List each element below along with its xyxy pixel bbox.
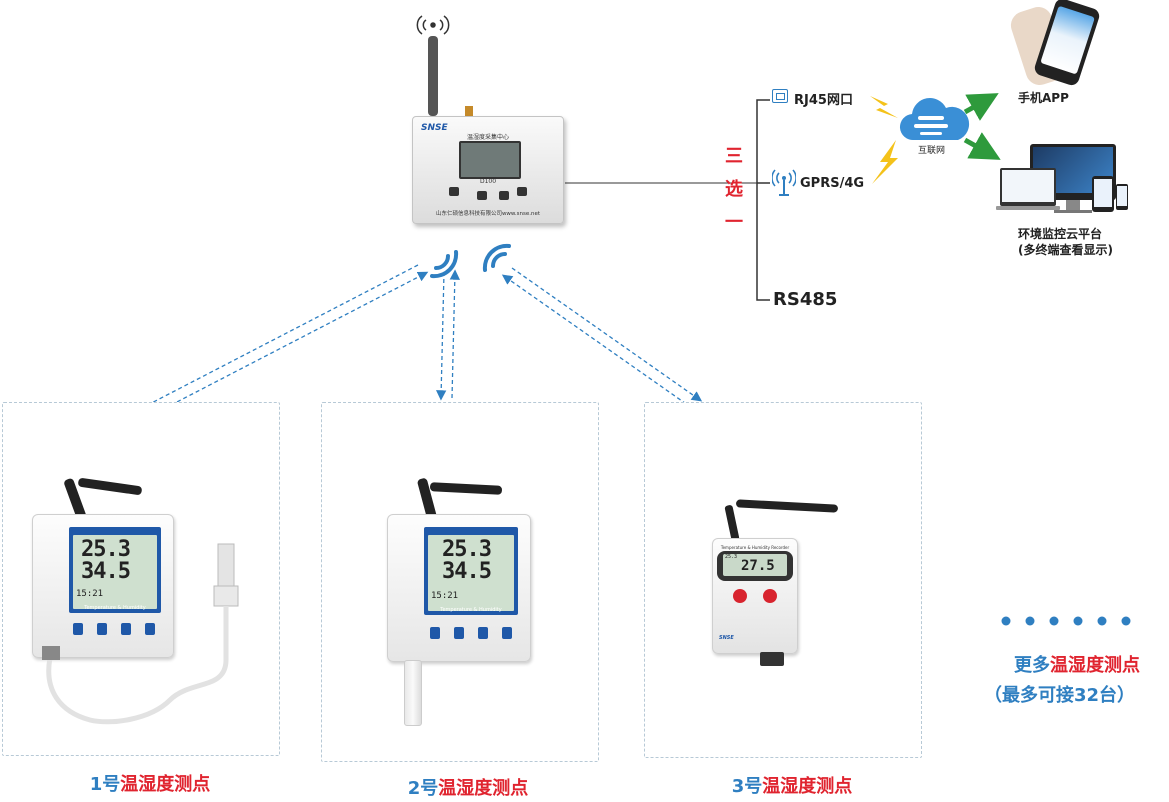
more-dots bbox=[1001, 616, 1131, 626]
more-sensors-line2: （最多可接32台） bbox=[984, 685, 1136, 706]
cloud-icon bbox=[899, 98, 970, 141]
sensor-2-name: 温湿度测点 bbox=[438, 778, 529, 799]
sensor-1-button bbox=[73, 623, 83, 635]
sensor-1-temp: 25.3 bbox=[81, 537, 131, 562]
hub-device: SNSE 温湿度采集中心 D100 山东仁硕信息科技有限公司www.snse.n… bbox=[412, 116, 564, 224]
sensor-2-temp: 25.3 bbox=[442, 537, 492, 562]
sensor-3-header: Temperature & Humidity Recorder bbox=[720, 545, 790, 550]
tools-button-icon bbox=[763, 589, 777, 603]
sensor-1-button bbox=[121, 623, 131, 635]
hub-button bbox=[477, 191, 487, 200]
gprs-antenna-icon bbox=[772, 169, 796, 196]
platform-label-line2: (多终端查看显示) bbox=[1018, 243, 1113, 257]
arrow-to-app bbox=[963, 93, 999, 121]
hub-brand: SNSE bbox=[421, 123, 448, 133]
sensor-1-button bbox=[97, 623, 107, 635]
hub-button bbox=[449, 187, 459, 196]
hub-model: D100 bbox=[479, 178, 497, 185]
hub-buttons bbox=[449, 187, 539, 201]
hub-button bbox=[499, 191, 509, 200]
hub-title: 温湿度采集中心 bbox=[466, 134, 509, 141]
lightning-icon bbox=[872, 140, 898, 184]
rs485-label: RS485 bbox=[773, 289, 838, 310]
more-prefix: 更多 bbox=[1014, 655, 1050, 676]
sensor-1-number: 1号 bbox=[89, 774, 121, 795]
gprs-label: GPRS/4G bbox=[800, 176, 865, 191]
choice-char-2: 选 bbox=[725, 179, 743, 200]
more-sensors-line1: 更多温湿度测点 bbox=[1014, 651, 1140, 677]
more-highlight: 温湿度测点 bbox=[1050, 655, 1140, 676]
sensor-3-name: 温湿度测点 bbox=[762, 776, 853, 797]
rj45-icon bbox=[772, 89, 788, 103]
rj45-label: RJ45网口 bbox=[794, 93, 853, 108]
platform-label-line1: 环境监控云平台 bbox=[1018, 227, 1103, 241]
sensor-1-caption: 1号温湿度测点 bbox=[60, 770, 240, 796]
wireless-link-3 bbox=[501, 267, 703, 409]
sensor-1-probe-cable bbox=[42, 543, 239, 725]
sensor-3-value: 27.5 bbox=[741, 558, 775, 574]
sensor-3-caption: 3号温湿度测点 bbox=[702, 772, 882, 798]
power-button-icon bbox=[733, 589, 747, 603]
phone-app-image bbox=[1007, 0, 1104, 89]
sensor-2-caption: 2号温湿度测点 bbox=[378, 774, 558, 800]
cloud-label: 互联网 bbox=[918, 146, 946, 156]
sensor-2-button bbox=[430, 627, 440, 639]
sensor-1-name: 温湿度测点 bbox=[120, 774, 211, 795]
sensor-1-button bbox=[145, 623, 155, 635]
hub-button bbox=[517, 187, 527, 196]
choice-bracket bbox=[756, 99, 770, 301]
hub-antenna bbox=[428, 36, 438, 116]
sensor-3-brand: SNSE bbox=[719, 635, 734, 641]
sensor-3-top-value: 25.3 bbox=[725, 554, 738, 560]
hub-company: 山东仁硕信息科技有限公司www.snse.net bbox=[435, 211, 541, 217]
antenna-signal-icon bbox=[416, 15, 450, 35]
lightning-icon bbox=[870, 96, 898, 118]
sensor-1-lcd: 25.3 34.5 15:21 bbox=[69, 527, 161, 613]
sensor-2-button bbox=[454, 627, 464, 639]
app-label: 手机APP bbox=[1018, 91, 1069, 105]
sensor-2-button bbox=[502, 627, 512, 639]
sensor-1-time: 15:21 bbox=[76, 589, 104, 599]
sensor-2-time: 15:21 bbox=[431, 591, 459, 601]
sensor-2-strip: Temperature & Humidity bbox=[440, 607, 502, 613]
sensor-2-number: 2号 bbox=[407, 778, 439, 799]
platform-devices-image bbox=[996, 144, 1130, 224]
choice-char-1: 三 bbox=[725, 146, 743, 167]
sensor-2-button bbox=[478, 627, 488, 639]
sensor-1-device: 25.3 34.5 15:21 Temperature & Humidity bbox=[32, 514, 174, 658]
arrow-to-platform bbox=[963, 132, 1001, 160]
sensor-3-number: 3号 bbox=[731, 776, 763, 797]
sensor-1-strip: Temperature & Humidity bbox=[84, 605, 146, 611]
sensor-3-probe-connector bbox=[760, 652, 784, 666]
sensor-2-device: 25.3 34.5 15:21 Temperature & Humidity bbox=[387, 514, 531, 662]
sensor-3-device: Temperature & Humidity Recorder 25.3 27.… bbox=[712, 538, 798, 654]
sensor-2-probe bbox=[404, 660, 422, 726]
choice-char-3: 一 bbox=[725, 212, 743, 233]
sensor-2-lcd: 25.3 34.5 15:21 bbox=[424, 527, 518, 615]
hub-signal-right-icon bbox=[482, 243, 511, 272]
wireless-link-1 bbox=[135, 264, 429, 419]
hub-signal-left-icon bbox=[430, 250, 459, 279]
sensor-2-hum: 34.5 bbox=[442, 559, 492, 584]
sensor-1-hum: 34.5 bbox=[81, 559, 131, 584]
hub-lcd bbox=[459, 141, 521, 179]
sensor-3-lcd: 25.3 27.5 bbox=[717, 551, 793, 581]
wireless-link-2 bbox=[435, 269, 461, 401]
